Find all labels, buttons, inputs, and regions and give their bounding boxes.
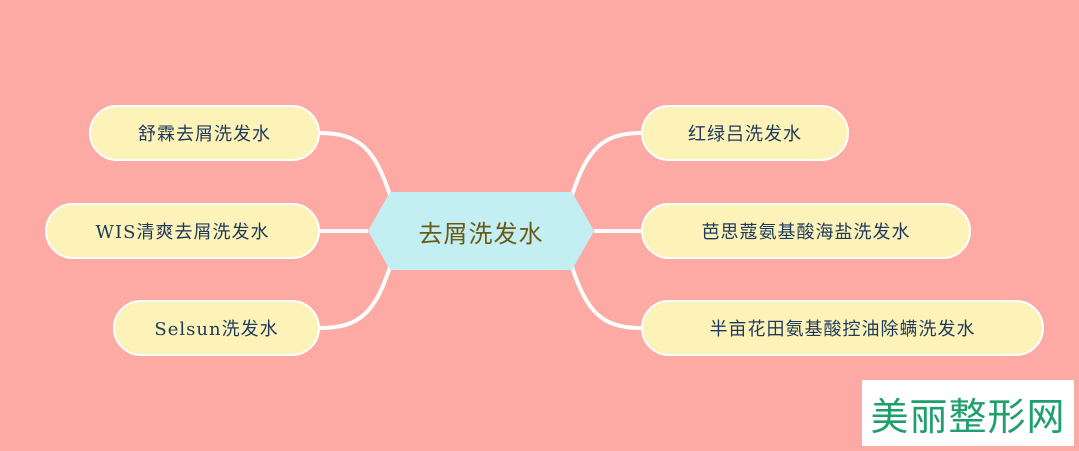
watermark-logo: 美丽整形网 xyxy=(862,380,1074,446)
center-topic-node[interactable]: 去屑洗发水 xyxy=(368,192,594,270)
branch-node-right-2[interactable]: 芭思蔻氨基酸海盐洗发水 xyxy=(641,203,971,259)
branch-node-right-1[interactable]: 红绿吕洗发水 xyxy=(641,105,849,161)
connector-left-1 xyxy=(319,131,392,196)
branch-node-left-3[interactable]: Selsun洗发水 xyxy=(113,300,320,356)
branch-node-left-1[interactable]: 舒霖去屑洗发水 xyxy=(89,105,320,161)
connector-right-3 xyxy=(570,266,642,330)
center-hexagon xyxy=(368,192,594,270)
branch-node-left-2[interactable]: WIS清爽去屑洗发水 xyxy=(45,203,320,259)
branch-node-right-3[interactable]: 半亩花田氨基酸控油除螨洗发水 xyxy=(641,300,1044,356)
center-topic-label: 去屑洗发水 xyxy=(418,219,544,248)
connector-left-3 xyxy=(319,266,392,330)
center-topic-shape xyxy=(368,192,594,270)
connector-right-1 xyxy=(570,131,642,196)
